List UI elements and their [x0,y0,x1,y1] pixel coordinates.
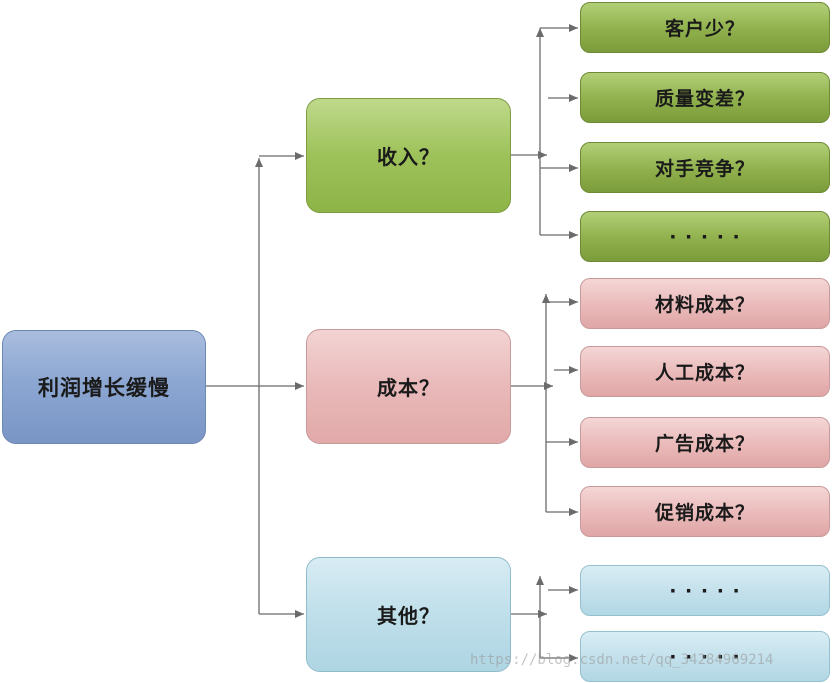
branch-node-label: 成本？ [377,376,440,400]
leaf-node-label: 对手竞争？ [654,158,755,180]
leaf-node-label: 促销成本？ [654,502,755,524]
leaf-node-material-cost: 材料成本？ [580,278,830,329]
leaf-node-labor-cost: 人工成本？ [580,346,830,397]
leaf-node-quality-decline: 质量变差？ [580,72,830,123]
branch-node-other: 其他？ [306,557,511,672]
leaf-node-label: 质量变差？ [654,88,755,110]
leaf-node-income-more: · · · · · [580,211,830,262]
branch-node-label: 其他？ [377,604,440,628]
leaf-node-other-more-1: · · · · · [580,565,830,616]
leaf-node-label: · · · · · [669,225,741,248]
root-node-label: 利润增长缓慢 [38,376,170,400]
leaf-node-label: 广告成本？ [654,433,755,455]
branch-node-label: 收入？ [377,145,440,169]
leaf-node-label: 人工成本？ [654,362,755,384]
leaf-node-competition: 对手竞争？ [580,142,830,193]
root-node-profit-slow-growth: 利润增长缓慢 [2,330,206,444]
leaf-node-label: · · · · · [669,645,741,668]
branch-node-cost: 成本？ [306,329,511,444]
leaf-node-label: 客户少？ [664,18,745,40]
leaf-node-few-customers: 客户少？ [580,2,830,53]
leaf-node-label: 材料成本？ [654,294,755,316]
branch-node-income: 收入？ [306,98,511,213]
leaf-node-advertising-cost: 广告成本？ [580,417,830,468]
leaf-node-other-more-2: · · · · · [580,631,830,682]
watermark-text: https://blog.csdn.net/qq_34284969214 [470,652,774,668]
leaf-node-label: · · · · · [669,579,741,602]
leaf-node-promotion-cost: 促销成本？ [580,486,830,537]
